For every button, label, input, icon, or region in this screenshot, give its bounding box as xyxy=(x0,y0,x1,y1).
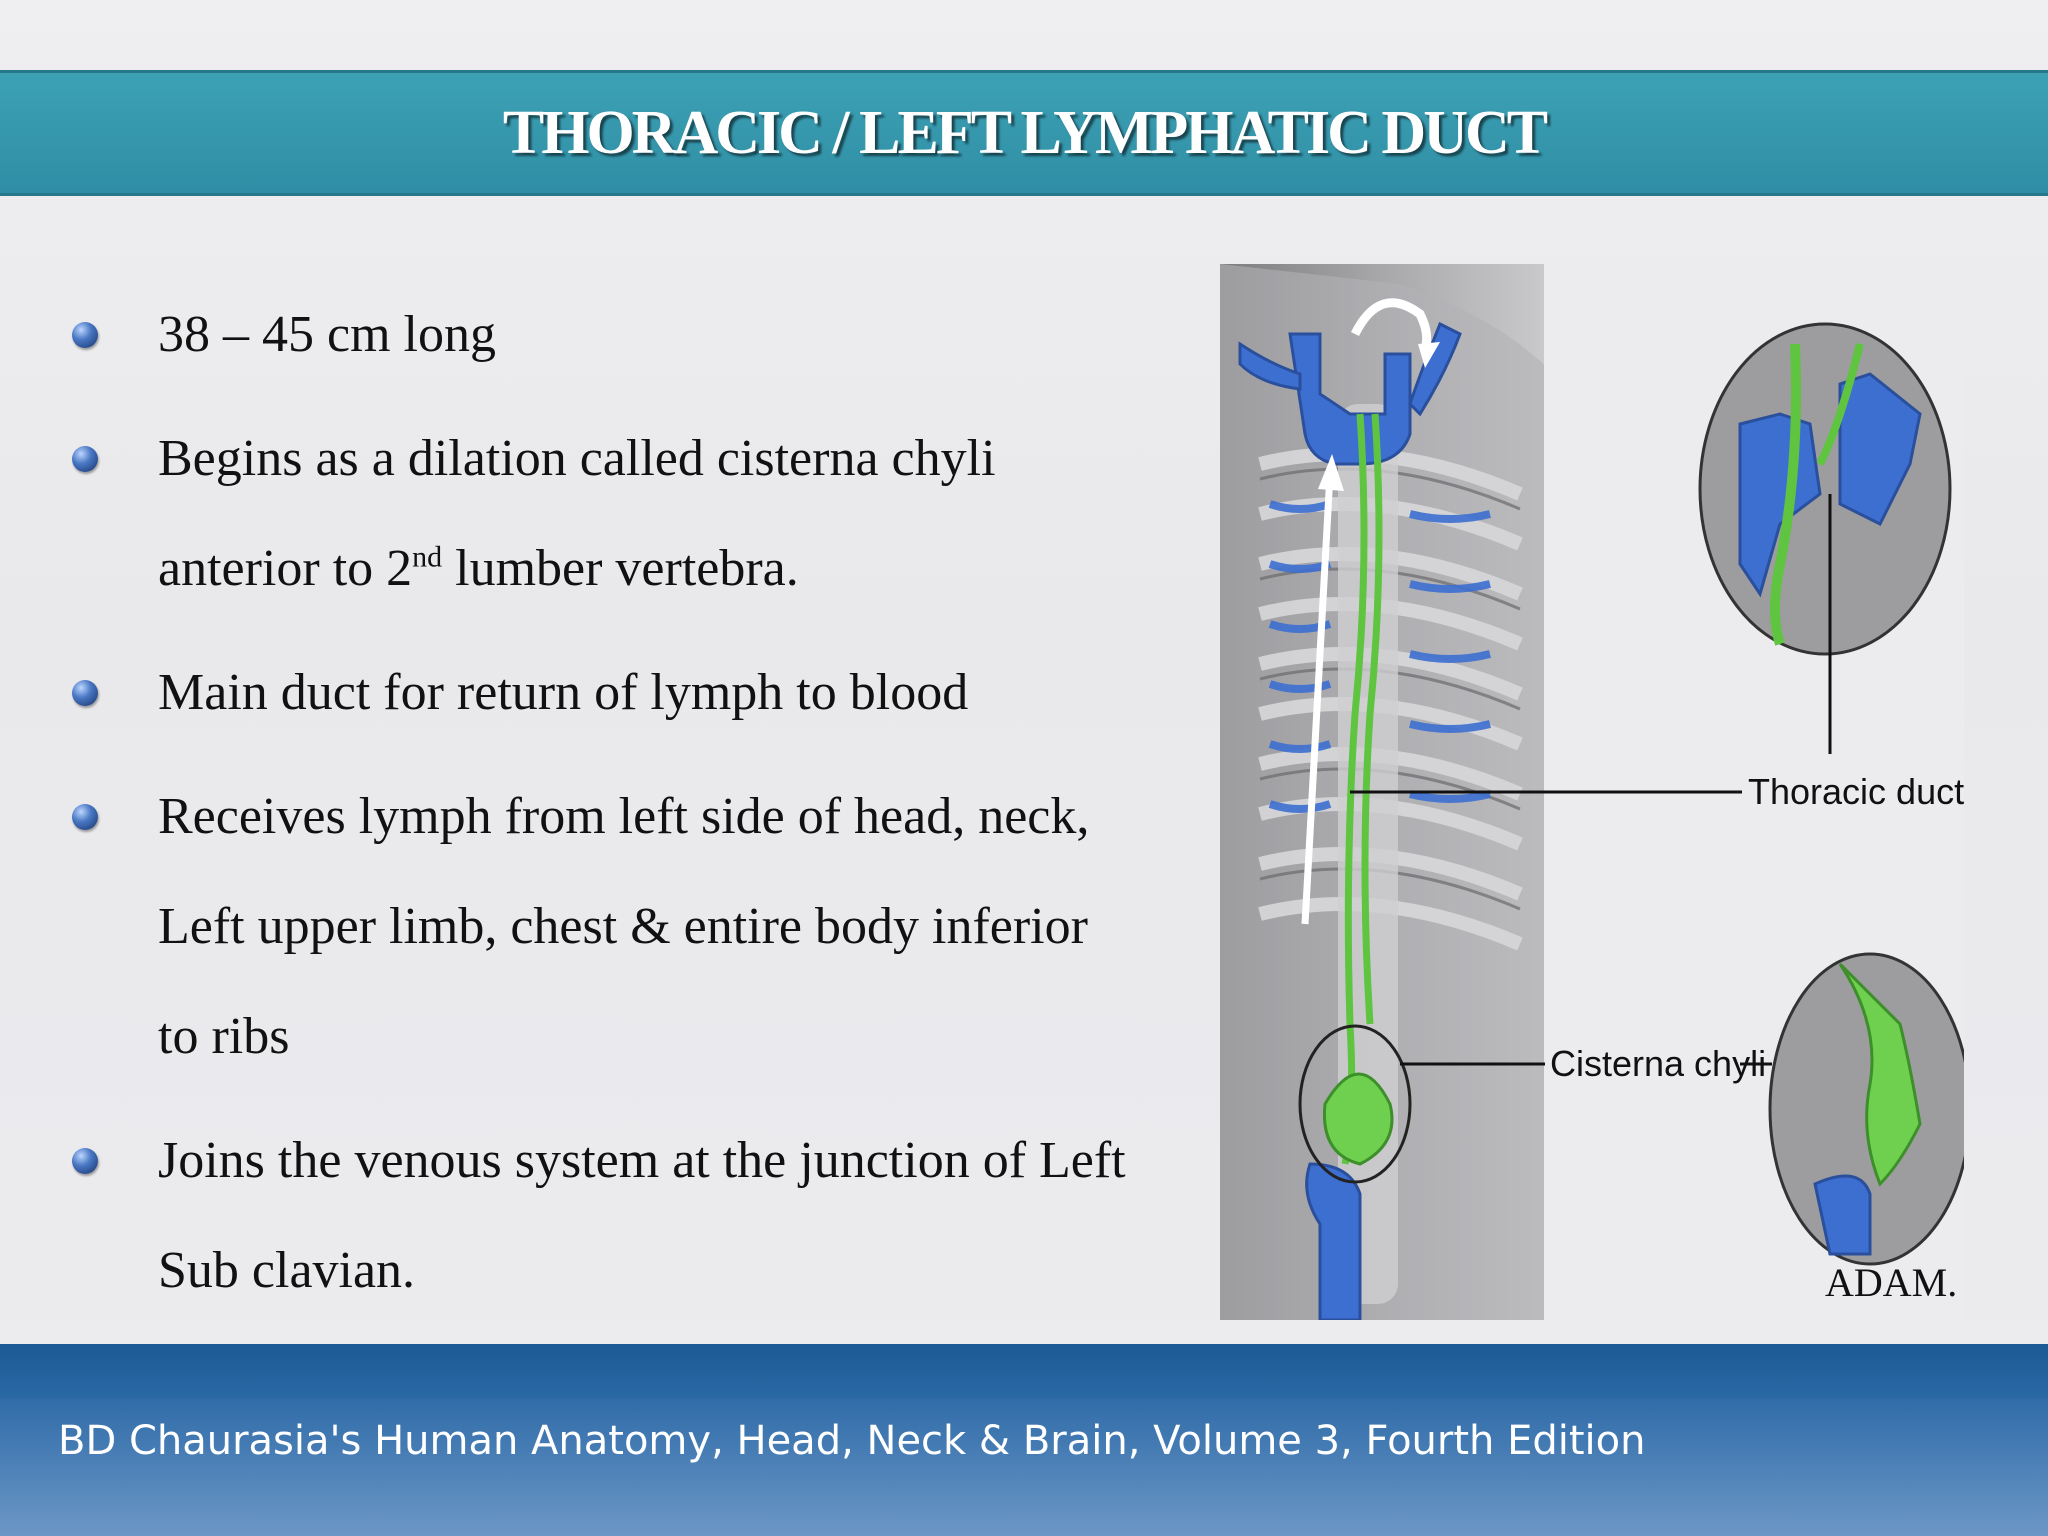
bullet-text: Joins the venous system at the junction … xyxy=(158,1132,1126,1189)
label-cisterna-chyli: Cisterna chyli xyxy=(1550,1043,1766,1084)
bullet-list: 38 – 45 cm long Begins as a dilation cal… xyxy=(72,280,1222,1340)
bullet-text: Main duct for return of lymph to blood xyxy=(158,664,969,721)
bullet-dot-icon xyxy=(72,680,98,706)
adam-logo: ADAM. xyxy=(1825,1260,1957,1305)
footer-band xyxy=(0,1344,2048,1398)
bullet-dot-icon xyxy=(72,1148,98,1174)
flow-arrow-icon xyxy=(1301,298,1440,925)
bullet-text: anterior to 2 xyxy=(158,540,413,597)
bullet-item: Main duct for return of lymph to blood xyxy=(72,638,1222,748)
bullet-item: Begins as a dilation called cisterna chy… xyxy=(72,404,1222,624)
bullet-item: Joins the venous system at the junction … xyxy=(72,1106,1222,1326)
bullet-dot-icon xyxy=(72,446,98,472)
cisterna-chyli-shape xyxy=(1322,1072,1394,1166)
bullet-text: 38 – 45 cm long xyxy=(158,306,496,363)
bullet-text: lumber vertebra. xyxy=(442,540,799,597)
anatomy-illustration: Thoracic duct Cisterna chyli ADAM. xyxy=(1220,264,1964,1320)
title-bar: THORACIC / LEFT LYMPHATIC DUCT xyxy=(0,70,2048,196)
superscript: nd xyxy=(412,540,443,574)
slide-title: THORACIC / LEFT LYMPHATIC DUCT xyxy=(502,98,1548,167)
cisterna-highlight-circle xyxy=(1298,1024,1412,1184)
thoracic-duct-inset xyxy=(1698,322,1952,656)
veins xyxy=(1238,321,1462,1320)
cisterna-chyli-inset xyxy=(1768,952,1964,1266)
bullet-text: Sub clavian. xyxy=(158,1242,416,1299)
bullet-dot-icon xyxy=(72,322,98,348)
bullet-text: Begins as a dilation called cisterna chy… xyxy=(158,430,996,487)
bullet-text: to ribs xyxy=(158,1008,290,1065)
bullet-text: Left upper limb, chest & entire body inf… xyxy=(158,898,1088,955)
label-thoracic-duct: Thoracic duct xyxy=(1748,771,1964,812)
footer-citation: BD Chaurasia's Human Anatomy, Head, Neck… xyxy=(58,1418,1646,1464)
bullet-dot-icon xyxy=(72,804,98,830)
bullet-item: Receives lymph from left side of head, n… xyxy=(72,762,1222,1092)
bullet-item: 38 – 45 cm long xyxy=(72,280,1222,390)
footer: BD Chaurasia's Human Anatomy, Head, Neck… xyxy=(0,1344,2048,1536)
bullet-text: Receives lymph from left side of head, n… xyxy=(158,788,1090,845)
